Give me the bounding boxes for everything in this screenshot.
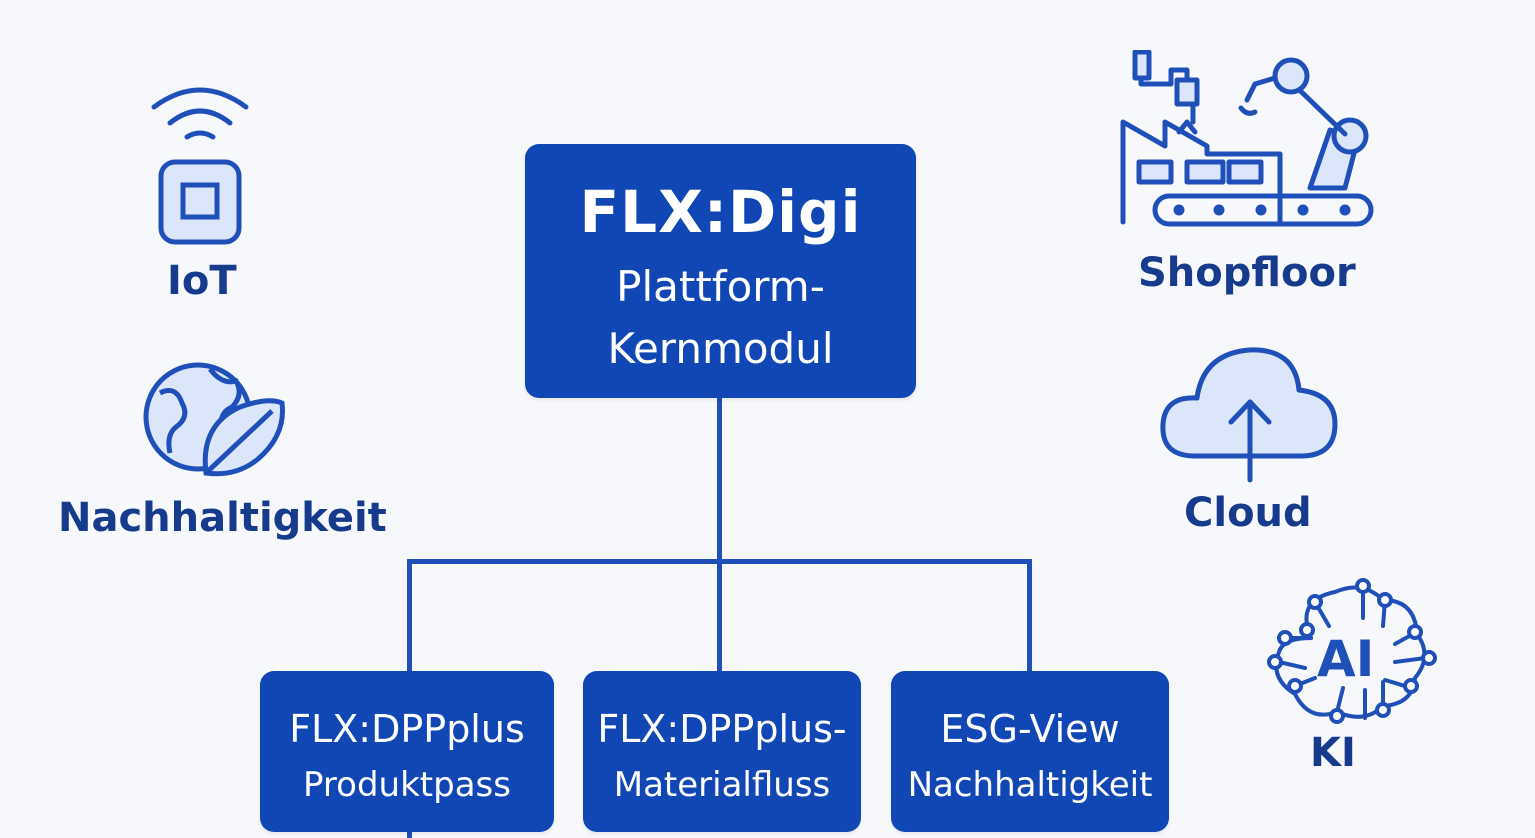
side-label-cloud: Cloud <box>1184 490 1312 536</box>
core-line-2: Kernmodul <box>607 324 834 373</box>
side-label-iot: IoT <box>167 258 237 304</box>
connector-left <box>407 559 412 671</box>
ai-circuit-icon: AI <box>1267 578 1437 724</box>
module-title: ESG-View <box>940 707 1120 751</box>
core-line-1: Plattform- <box>616 262 825 311</box>
connector-tail <box>407 832 412 838</box>
module-subtitle: Nachhaltigkeit <box>907 765 1153 805</box>
connector-trunk <box>717 398 722 671</box>
core-module-box: FLX:Digi Plattform- Kernmodul <box>525 144 916 398</box>
iot-sensor-icon <box>151 87 249 245</box>
module-box-materialfluss: FLX:DPPplus- Materialfluss <box>583 671 861 832</box>
connector-right <box>1027 559 1032 671</box>
module-box-esg-view: ESG-View Nachhaltigkeit <box>891 671 1169 832</box>
module-title: FLX:DPPplus <box>289 707 525 751</box>
side-label-ki: KI <box>1310 730 1356 776</box>
cloud-upload-icon <box>1160 347 1338 483</box>
svg-text:AI: AI <box>1317 630 1374 688</box>
module-subtitle: Materialfluss <box>613 765 831 805</box>
side-label-shopfloor: Shopfloor <box>1138 250 1356 296</box>
side-label-nachhaltigkeit: Nachhaltigkeit <box>58 495 387 541</box>
connector-bus <box>407 559 1032 564</box>
core-title: FLX:Digi <box>579 178 862 246</box>
module-subtitle: Produktpass <box>303 765 511 805</box>
factory-robot-icon <box>1120 50 1374 227</box>
globe-leaf-icon <box>143 362 285 477</box>
module-box-produktpass: FLX:DPPplus Produktpass <box>260 671 554 832</box>
module-title: FLX:DPPplus- <box>597 707 847 751</box>
